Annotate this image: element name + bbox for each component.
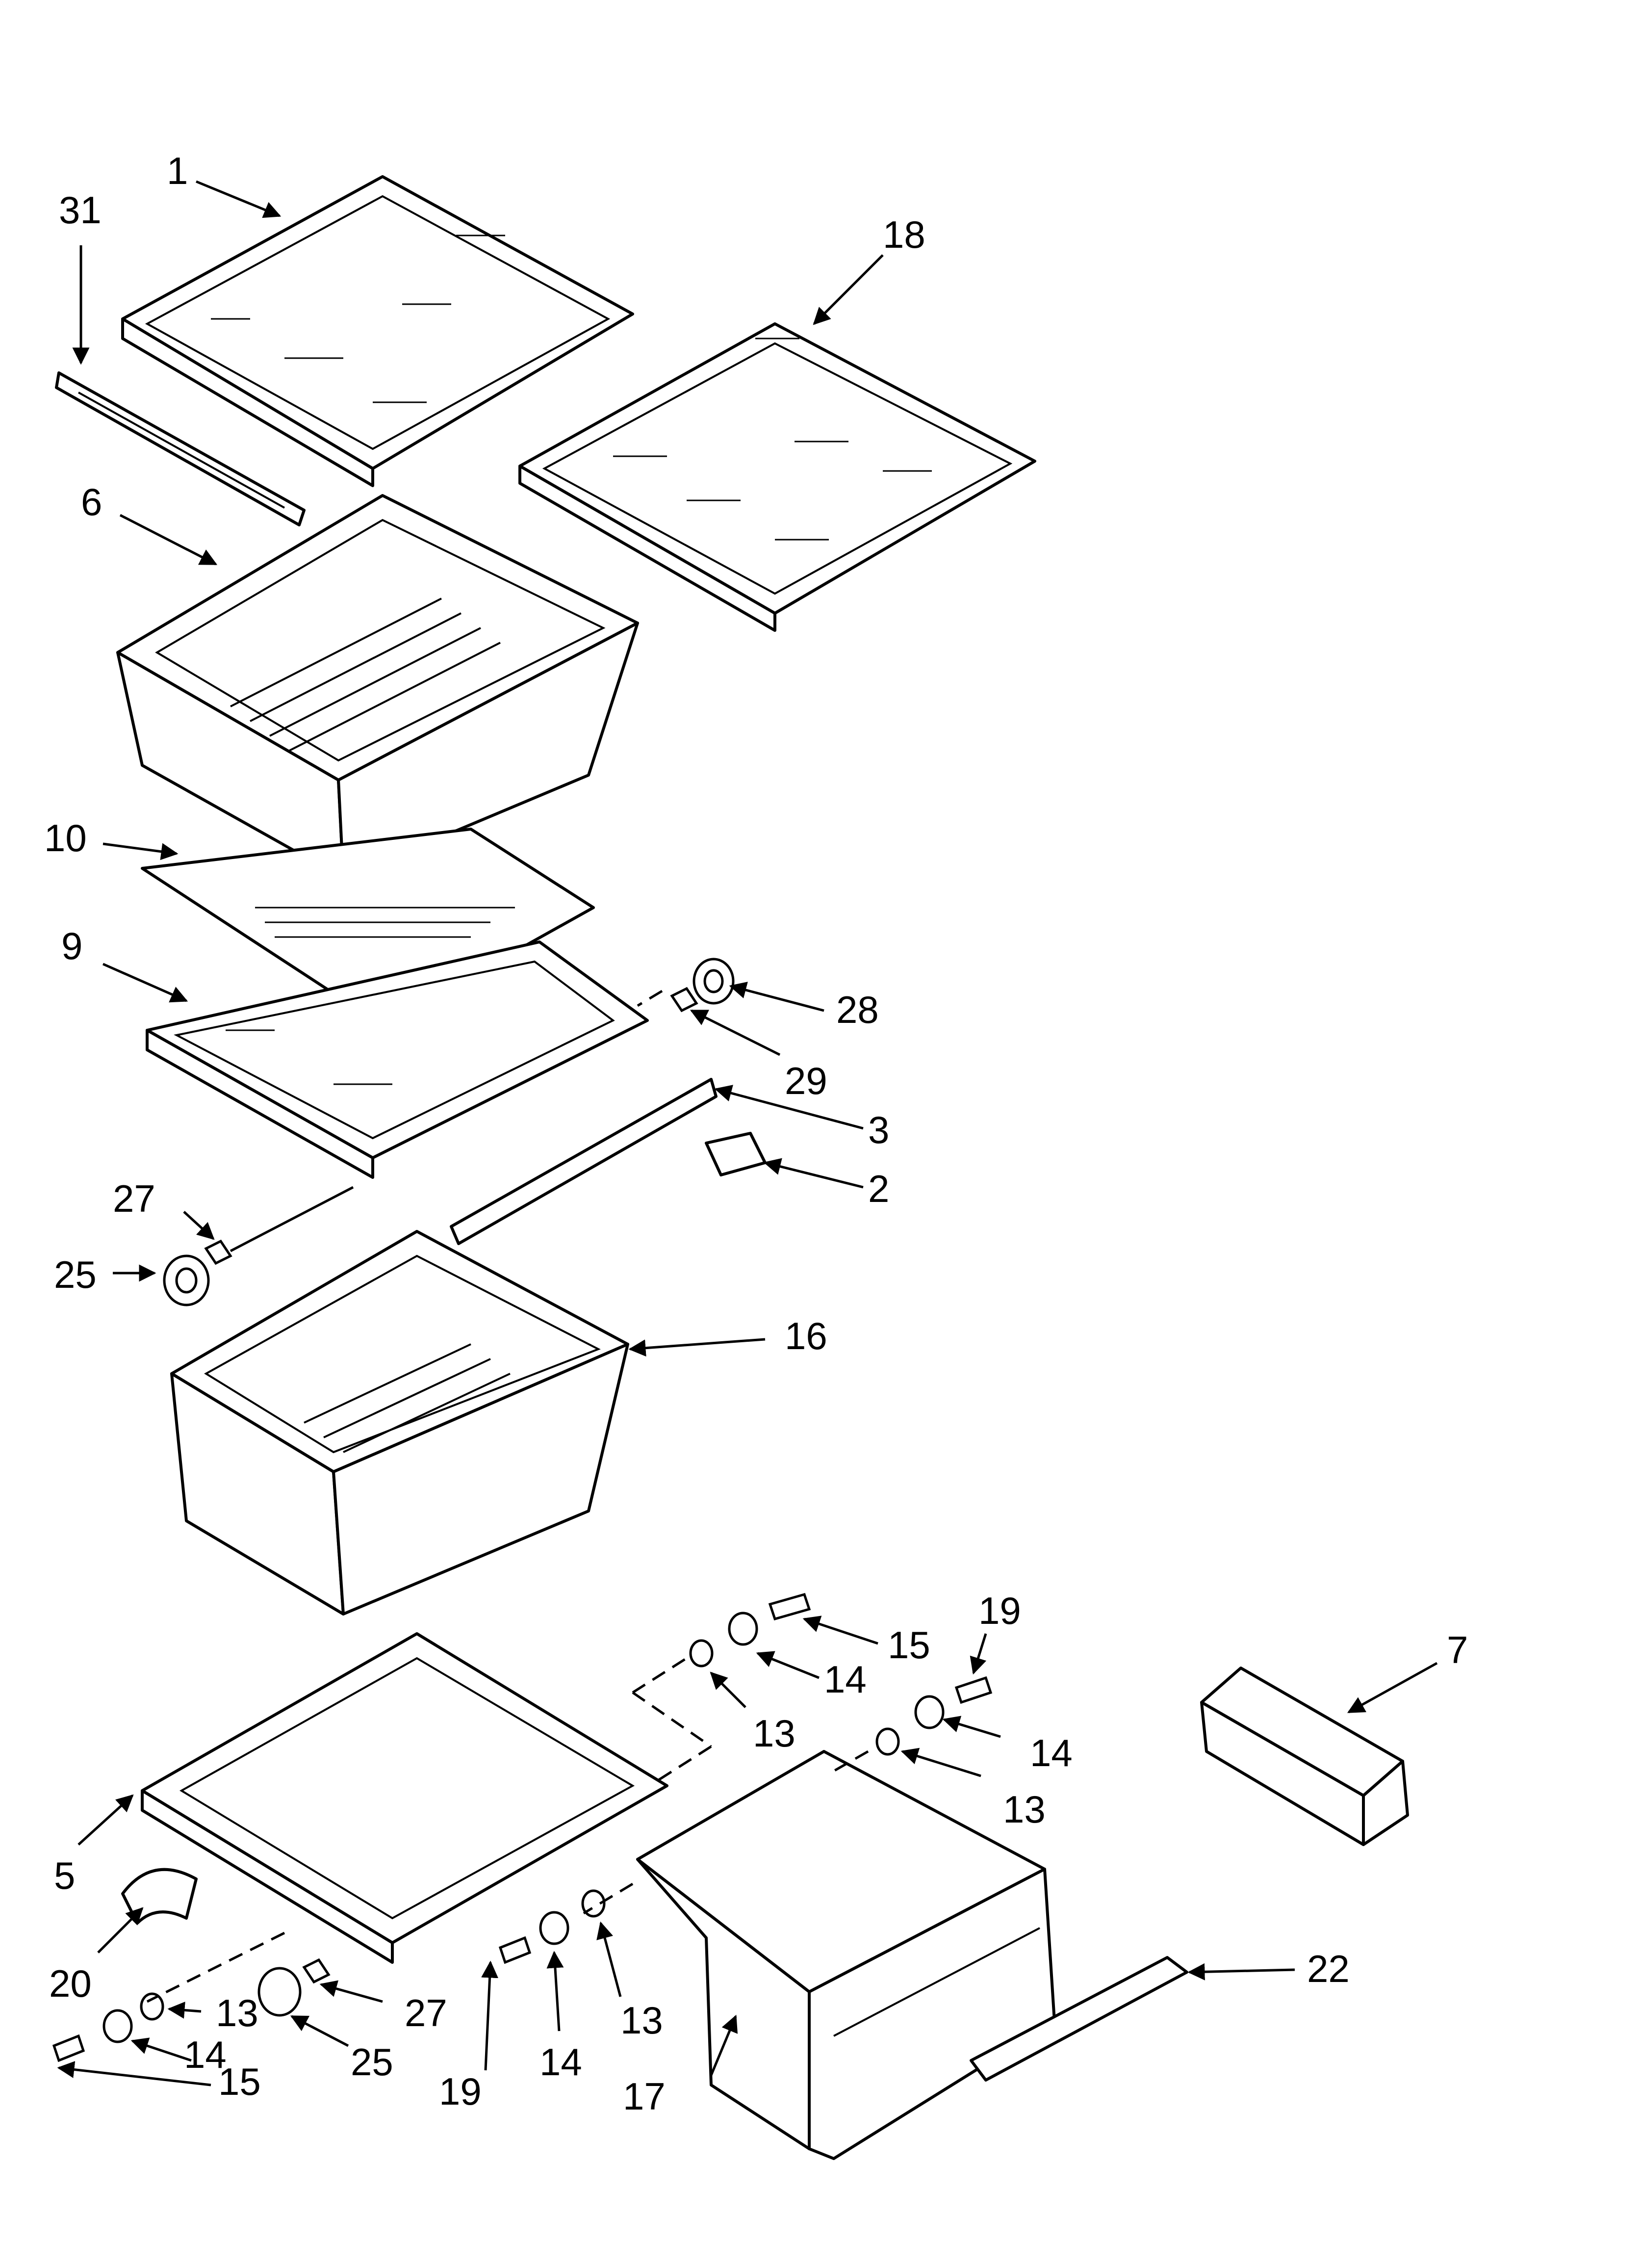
label-20: 20 (49, 1962, 92, 2005)
label-2: 2 (868, 1167, 889, 1210)
label-13c: 13 (216, 1991, 258, 2034)
label-3: 3 (868, 1108, 889, 1151)
hardware-screws-bushings (52, 1592, 993, 2062)
part-5-pan-cover (141, 1632, 668, 1964)
label-14a: 14 (824, 1658, 867, 1701)
part-17-meat-pan (636, 1750, 1056, 2160)
part-29-screw (670, 987, 698, 1013)
label-13a: 13 (753, 1712, 795, 1755)
part-18-glass-shelf (518, 322, 1036, 632)
part-16-crisper-pan (170, 1230, 629, 1616)
label-15a: 15 (888, 1623, 930, 1667)
label-14d: 14 (539, 2040, 582, 2084)
label-13d: 13 (620, 1999, 663, 2042)
label-17: 17 (623, 2075, 666, 2118)
label-9: 9 (61, 924, 82, 967)
part-7-dairy-bin (1200, 1667, 1409, 1846)
label-5: 5 (54, 1854, 75, 1897)
label-6: 6 (81, 480, 102, 523)
callout-labels: 1 31 18 6 10 9 28 29 3 2 27 25 16 15 19 … (44, 149, 1468, 2118)
label-15b: 15 (218, 2060, 261, 2103)
label-28: 28 (836, 988, 879, 1031)
label-19b: 19 (439, 2070, 482, 2113)
label-27b: 27 (405, 1991, 447, 2034)
part-6-crisper-pan (116, 494, 639, 880)
label-7: 7 (1447, 1628, 1468, 1671)
part-3-cover-rail (450, 1078, 718, 1245)
label-16: 16 (785, 1314, 827, 1357)
label-1: 1 (167, 149, 188, 192)
leader-lines (57, 180, 1438, 2086)
part-1-glass-shelf (121, 175, 634, 487)
label-18: 18 (883, 213, 925, 256)
part-20-bracket (121, 1868, 198, 1925)
label-13b: 13 (1003, 1788, 1046, 1831)
part-31-shelf-rail (55, 371, 306, 526)
label-10: 10 (44, 816, 87, 860)
label-14b: 14 (1030, 1731, 1073, 1774)
label-22: 22 (1307, 1947, 1350, 1990)
part-9-crisper-cover (146, 940, 649, 1179)
label-31: 31 (59, 188, 102, 232)
part-2-clip (705, 1132, 767, 1176)
part-22-drawer-handle (970, 1956, 1188, 2082)
label-25b: 25 (351, 2040, 393, 2084)
part-25-roller (163, 1254, 210, 1306)
label-27a: 27 (113, 1177, 155, 1220)
part-10-glass-insert (141, 828, 595, 1027)
label-29: 29 (785, 1059, 827, 1102)
assembly-lines (146, 990, 869, 2003)
label-14c: 14 (184, 2033, 227, 2076)
label-25a: 25 (54, 1253, 97, 1296)
part-28-roller (693, 958, 735, 1005)
label-19a: 19 (978, 1589, 1021, 1632)
part-27-screw (204, 1239, 232, 1265)
